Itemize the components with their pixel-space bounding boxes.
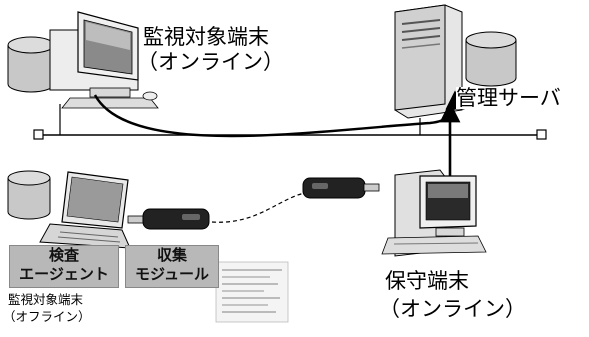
laptop-icon — [39, 171, 131, 249]
collection-module-line2: モジュール — [135, 265, 209, 283]
monitored-offline-title: 監視対象端末 — [8, 292, 84, 307]
collection-module-line1: 収集 — [156, 246, 187, 264]
monitored-offline-status: （オフライン） — [3, 309, 91, 325]
database-icon — [465, 31, 517, 87]
desktop-computer-icon — [49, 11, 159, 109]
usb-stick-icon — [302, 177, 380, 199]
database-icon — [7, 36, 55, 93]
inspection-agent-line2: エージェント — [19, 265, 109, 283]
monitored-online-title: 監視対象端末 — [143, 25, 269, 49]
document-icon — [215, 261, 289, 323]
inspection-agent-line1: 検査 — [48, 246, 79, 264]
usb-stick-icon — [127, 208, 210, 230]
desktop-computer-icon — [381, 169, 487, 257]
management-server-label: 管理サーバ — [456, 86, 561, 110]
database-icon — [7, 170, 51, 220]
inspection-agent-box: 検査 エージェント — [9, 245, 119, 288]
usb-transfer-path — [211, 191, 311, 223]
monitored-online-status: （オンライン） — [137, 50, 284, 75]
monitored-online-label: 監視対象端末 （オンライン） — [137, 25, 284, 73]
maintenance-terminal-label: 保守端末 （オンライン） — [379, 269, 526, 320]
monitored-offline-label: 監視対象端末 （オフライン） — [3, 292, 91, 323]
maintenance-terminal-status: （オンライン） — [379, 297, 526, 322]
collection-module-box: 収集 モジュール — [125, 245, 219, 288]
server-tower-icon — [394, 4, 463, 119]
maintenance-terminal-title: 保守端末 — [385, 269, 469, 293]
